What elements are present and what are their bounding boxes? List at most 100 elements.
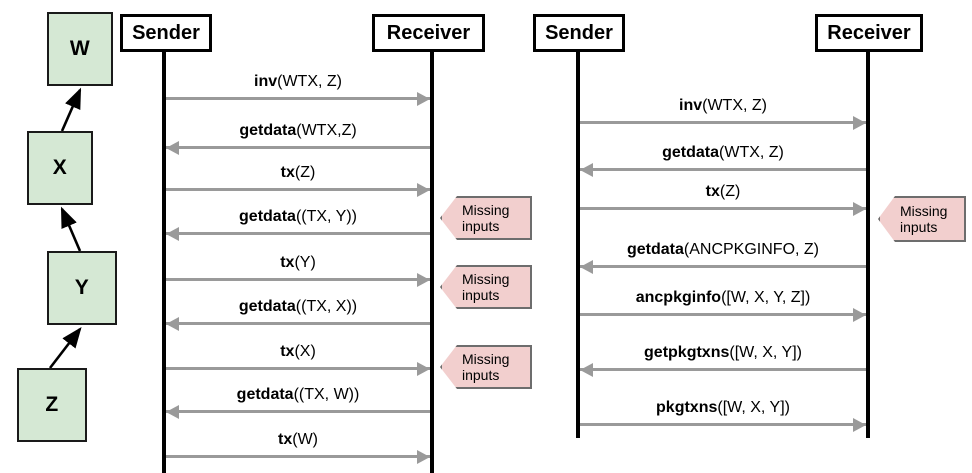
package-relay-resolution-receiver-header: Receiver bbox=[815, 14, 923, 52]
package-relay-resolution-message-line-getdata-1 bbox=[580, 168, 866, 171]
sender-label: Sender bbox=[132, 21, 200, 44]
legacy-orphan-resolution-message-line-getdata-7 bbox=[166, 410, 430, 413]
message-name: inv bbox=[254, 73, 278, 90]
package-relay-resolution-arrowhead-right-6 bbox=[853, 417, 866, 432]
package-relay-resolution-message-label-pkgtxns-6: pkgtxns([W, X, Y]) bbox=[656, 399, 790, 417]
legacy-orphan-resolution-message-line-tx-8 bbox=[166, 455, 430, 458]
message-args: (WTX,Z) bbox=[296, 122, 357, 139]
legacy-orphan-resolution-message-line-tx-6 bbox=[166, 367, 430, 370]
tx-node-X: X bbox=[27, 131, 93, 205]
message-name: tx bbox=[278, 431, 293, 448]
message-name: inv bbox=[679, 97, 703, 114]
message-args: ([W, X, Y, Z]) bbox=[721, 289, 811, 306]
legacy-orphan-resolution-message-label-getdata-5: getdata((TX, X)) bbox=[239, 298, 357, 316]
callout-line-1: Missing bbox=[900, 202, 948, 219]
tx-chain-edge-Y-to-X bbox=[60, 206, 82, 252]
message-args: (W) bbox=[292, 431, 318, 448]
sender-label: Sender bbox=[545, 21, 613, 44]
package-relay-resolution-message-label-inv-0: inv(WTX, Z) bbox=[679, 97, 767, 115]
package-relay-resolution-receiver-lifeline bbox=[866, 52, 870, 438]
message-args: ((TX, X)) bbox=[295, 298, 358, 315]
callout-line-1: Missing bbox=[462, 201, 510, 218]
message-name: getdata bbox=[239, 122, 297, 139]
message-name: tx bbox=[280, 254, 295, 271]
package-relay-resolution-message-line-inv-0 bbox=[580, 121, 866, 124]
tx-node-W: W bbox=[47, 12, 113, 86]
package-relay-resolution-message-line-pkgtxns-6 bbox=[580, 423, 866, 426]
message-name: getdata bbox=[236, 386, 294, 403]
message-args: (Z) bbox=[294, 164, 316, 181]
message-name: getdata bbox=[238, 298, 296, 315]
message-args: (X) bbox=[294, 343, 316, 360]
message-args: ([W, X, Y]) bbox=[717, 399, 790, 416]
message-args: ((TX, W)) bbox=[293, 386, 360, 403]
receiver-label: Receiver bbox=[386, 21, 471, 44]
message-args: ((TX, Y)) bbox=[295, 208, 357, 225]
message-args: (Y) bbox=[294, 254, 316, 271]
callout-line-1: Missing bbox=[462, 350, 510, 367]
package-relay-resolution-sender-header: Sender bbox=[533, 14, 625, 52]
receiver-label: Receiver bbox=[827, 21, 911, 44]
package-relay-resolution-arrowhead-right-2 bbox=[853, 201, 866, 216]
legacy-orphan-resolution-message-label-tx-4: tx(Y) bbox=[280, 254, 316, 272]
message-name: pkgtxns bbox=[656, 399, 718, 416]
callout-line-1: Missing bbox=[462, 270, 510, 287]
callout-line-2: inputs bbox=[462, 287, 500, 303]
legacy-orphan-resolution-sender-lifeline bbox=[162, 52, 166, 473]
message-args: ([W, X, Y]) bbox=[729, 344, 802, 361]
callout-line-2: inputs bbox=[462, 218, 500, 234]
legacy-orphan-resolution-message-line-getdata-5 bbox=[166, 322, 430, 325]
package-relay-resolution-arrowhead-left-1 bbox=[580, 162, 593, 177]
legacy-orphan-resolution-receiver-header: Receiver bbox=[372, 14, 485, 52]
legacy-orphan-resolution-message-line-inv-0 bbox=[166, 97, 430, 100]
tx-node-Z: Z bbox=[17, 368, 87, 442]
callout-line-2: inputs bbox=[462, 367, 500, 383]
package-relay-resolution-message-label-getdata-3: getdata(ANCPKGINFO, Z) bbox=[627, 241, 819, 259]
message-name: getdata bbox=[626, 241, 684, 258]
message-name: tx bbox=[280, 164, 295, 181]
legacy-orphan-resolution-message-label-tx-6: tx(X) bbox=[280, 343, 316, 361]
package-relay-resolution-message-label-getpkgtxns-5: getpkgtxns([W, X, Y]) bbox=[644, 344, 802, 362]
tx-node-label: W bbox=[69, 37, 91, 60]
message-args: (WTX, Z) bbox=[277, 73, 342, 90]
tx-chain-edge-Z-to-Y bbox=[48, 326, 82, 369]
tx-node-Y: Y bbox=[47, 251, 117, 325]
legacy-orphan-resolution-message-line-getdata-1 bbox=[166, 146, 430, 149]
message-name: tx bbox=[280, 343, 295, 360]
legacy-orphan-resolution-arrowhead-right-2 bbox=[417, 182, 430, 197]
package-relay-resolution-arrowhead-left-3 bbox=[580, 259, 593, 274]
legacy-orphan-resolution-arrowhead-right-4 bbox=[417, 272, 430, 287]
tx-node-label: Z bbox=[45, 393, 59, 416]
package-relay-resolution-arrowhead-right-0 bbox=[853, 115, 866, 130]
legacy-orphan-resolution-message-line-tx-2 bbox=[166, 188, 430, 191]
message-args: (ANCPKGINFO, Z) bbox=[683, 241, 820, 258]
legacy-orphan-resolution-message-line-tx-4 bbox=[166, 278, 430, 281]
legacy-orphan-resolution-message-label-tx-8: tx(W) bbox=[278, 431, 318, 449]
message-args: (WTX, Z) bbox=[702, 97, 767, 114]
message-args: (WTX, Z) bbox=[719, 144, 784, 161]
legacy-orphan-resolution-message-label-inv-0: inv(WTX, Z) bbox=[254, 73, 342, 91]
package-relay-resolution-message-label-getdata-1: getdata(WTX, Z) bbox=[662, 144, 784, 162]
legacy-orphan-resolution-message-label-getdata-7: getdata((TX, W)) bbox=[237, 386, 360, 404]
tx-node-label: Y bbox=[74, 276, 90, 299]
message-name: tx bbox=[705, 183, 720, 200]
message-name: ancpkginfo bbox=[635, 289, 722, 306]
tx-chain-edge-X-to-W bbox=[60, 87, 82, 132]
package-relay-resolution-message-line-ancpkginfo-4 bbox=[580, 313, 866, 316]
package-relay-resolution-message-label-ancpkginfo-4: ancpkginfo([W, X, Y, Z]) bbox=[636, 289, 811, 307]
legacy-orphan-resolution-arrowhead-left-1 bbox=[166, 140, 179, 155]
message-name: getdata bbox=[662, 144, 720, 161]
package-relay-resolution-arrowhead-left-5 bbox=[580, 362, 593, 377]
legacy-orphan-resolution-sender-header: Sender bbox=[120, 14, 212, 52]
legacy-orphan-resolution-message-label-getdata-3: getdata((TX, Y)) bbox=[239, 208, 357, 226]
legacy-orphan-resolution-arrowhead-left-3 bbox=[166, 226, 179, 241]
package-relay-resolution-message-line-getdata-3 bbox=[580, 265, 866, 268]
legacy-orphan-resolution-message-label-tx-2: tx(Z) bbox=[281, 164, 316, 182]
legacy-orphan-resolution-arrowhead-right-8 bbox=[417, 449, 430, 464]
legacy-orphan-resolution-arrowhead-right-0 bbox=[417, 91, 430, 106]
